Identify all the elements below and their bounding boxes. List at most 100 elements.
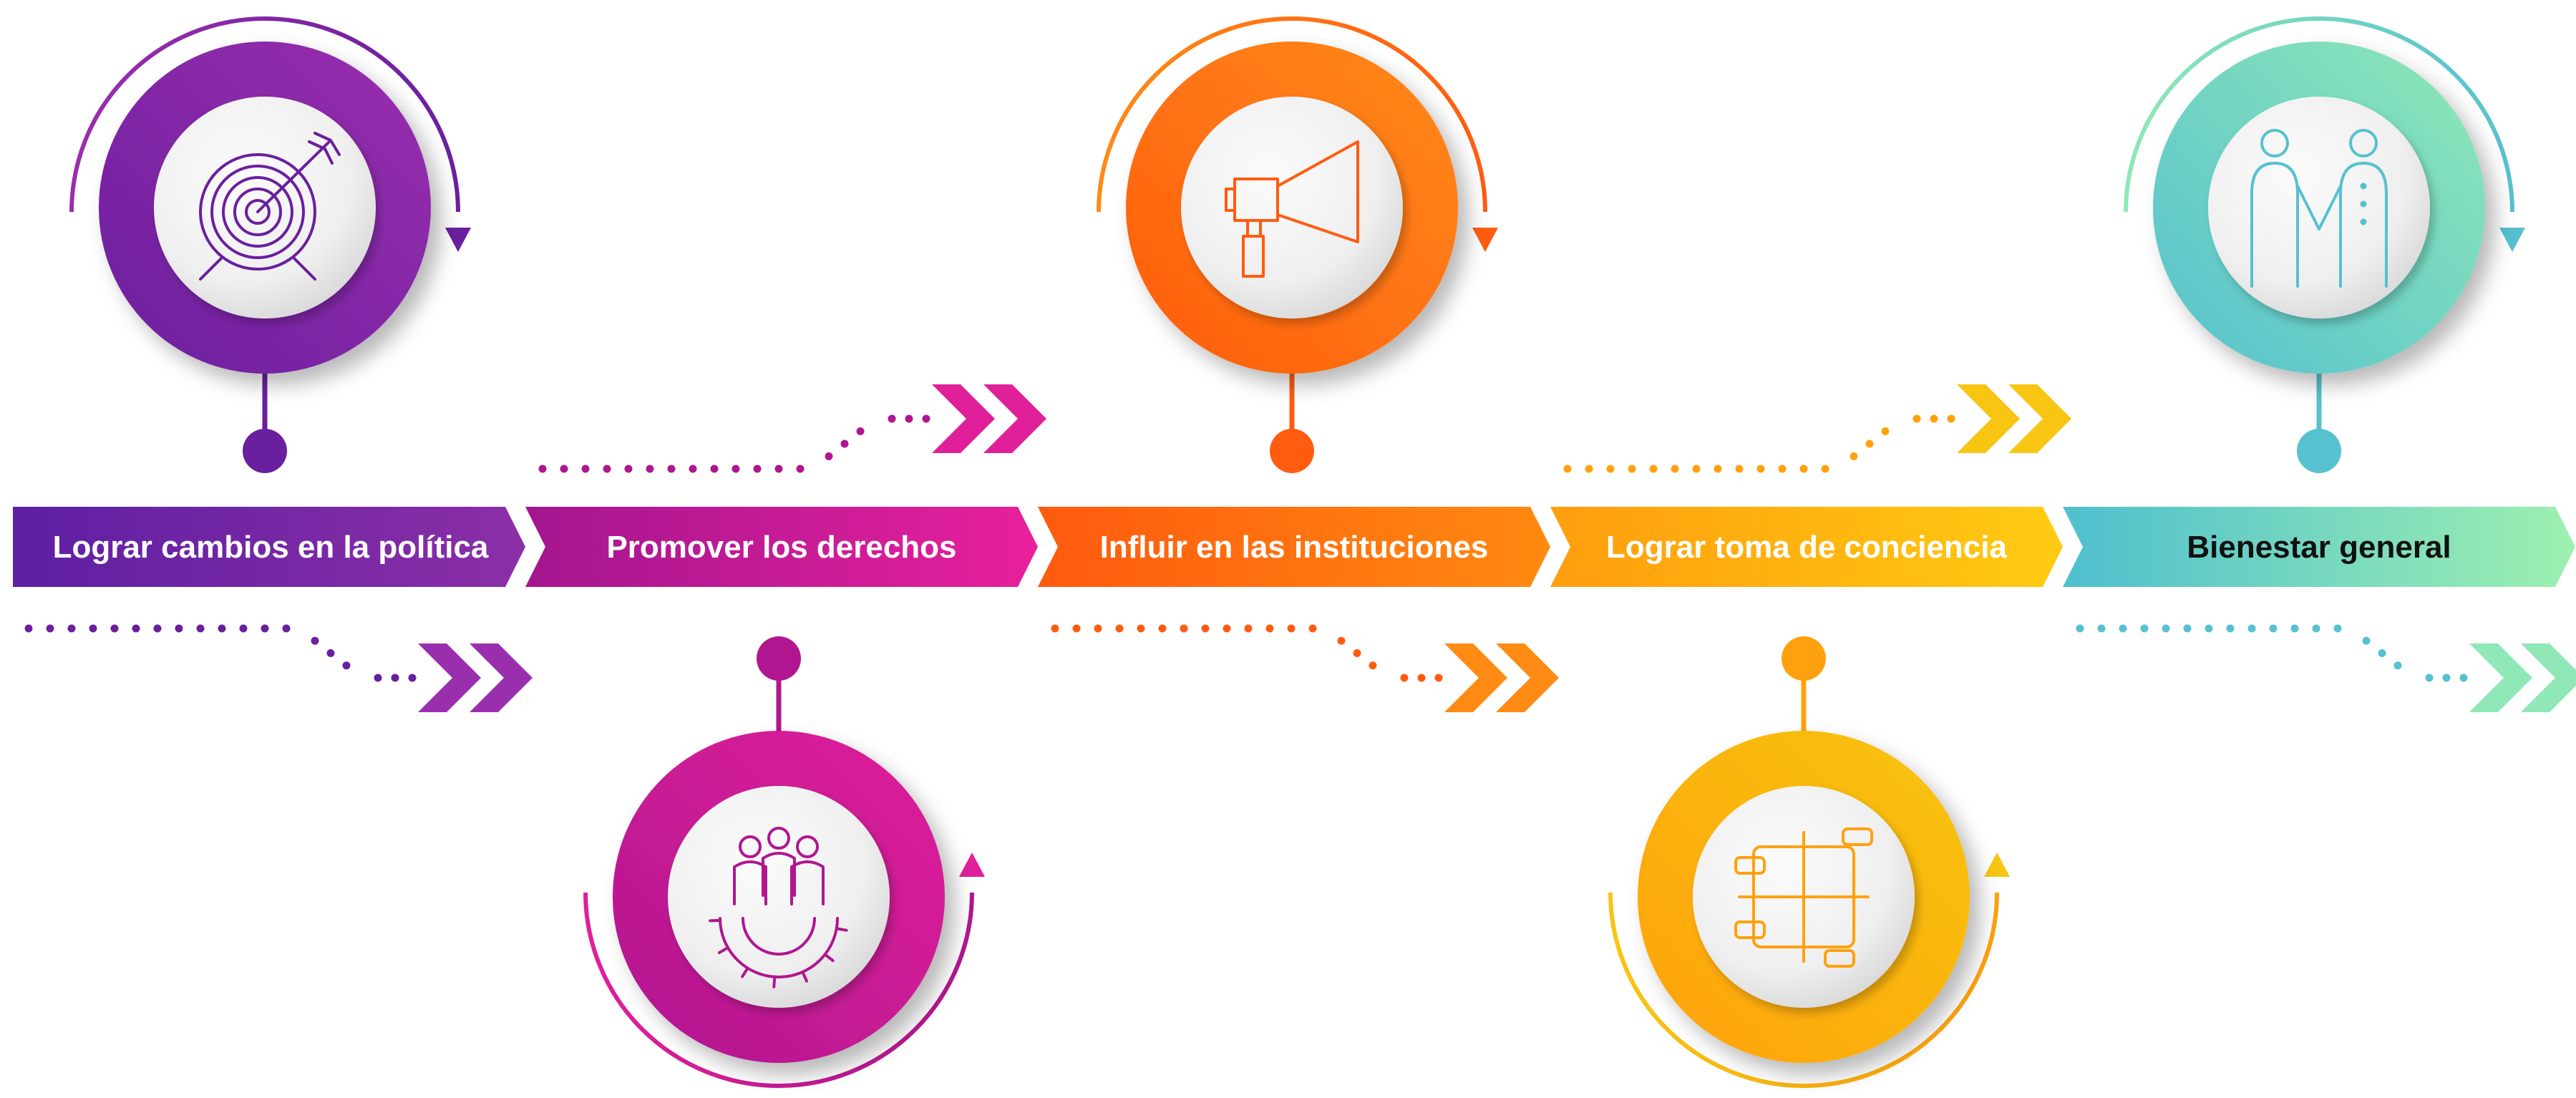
- connector-dot: [1799, 465, 1808, 473]
- two-people-holding-hands-icon: [2250, 129, 2388, 288]
- connector-dot: [2290, 624, 2299, 633]
- arc-arrowhead: [1984, 852, 2010, 877]
- step-label: Lograr cambios en la política: [53, 530, 489, 565]
- connector-dot: [89, 624, 97, 633]
- step-circle: [1608, 636, 2010, 1088]
- connector-dot: [1865, 439, 1874, 448]
- connector-dot: [922, 414, 930, 423]
- connector-dot: [67, 624, 76, 633]
- dotted-connector: [538, 384, 1046, 473]
- chevron-arrow: [1957, 384, 2020, 453]
- connector-dot: [2312, 624, 2320, 633]
- connector-dot: [624, 465, 633, 473]
- connector-dot: [2362, 636, 2371, 645]
- circles-layer: [69, 16, 2525, 1088]
- connector-dot: [1671, 465, 1679, 473]
- connector-dot: [2076, 624, 2084, 633]
- connector-dot: [261, 624, 269, 633]
- connector-dot: [1244, 624, 1253, 633]
- connector-dot: [581, 465, 590, 473]
- icon-disc: [2208, 97, 2430, 319]
- cycle-arc: [1097, 16, 1487, 213]
- connector-dot: [1201, 624, 1210, 633]
- banner-layer: Lograr cambios en la política Promover lo…: [13, 507, 2575, 587]
- connector-dot: [796, 465, 805, 473]
- step-circle: [1097, 16, 1498, 473]
- connector-dot: [1735, 465, 1744, 473]
- banner-chevron: [525, 507, 1038, 587]
- target-icon: [199, 132, 341, 281]
- banner-chevron: [2063, 507, 2575, 587]
- connector-dot: [1628, 465, 1636, 473]
- connector-dot: [1115, 624, 1124, 633]
- connector-dot: [2162, 624, 2170, 633]
- connector-dot: [905, 414, 913, 423]
- arc-arrowhead: [445, 228, 471, 252]
- connector-dot: [856, 427, 865, 435]
- connector-dot: [2205, 624, 2213, 633]
- connector-dot: [132, 624, 140, 633]
- chevron-arrow: [1496, 643, 1559, 712]
- connector-dot: [538, 465, 547, 473]
- banner-chevron: [13, 507, 525, 587]
- connector-dot: [110, 624, 119, 633]
- connector-dot: [1585, 465, 1593, 473]
- connector-dot: [667, 465, 676, 473]
- step-circle: [583, 636, 985, 1088]
- stem-ball: [243, 429, 287, 473]
- connector-dot: [710, 465, 719, 473]
- chevron-arrow: [932, 384, 995, 453]
- connector-dot: [153, 624, 162, 633]
- connector-dot: [1158, 624, 1167, 633]
- connector-dot: [1094, 624, 1102, 633]
- step-banner: Bienestar general: [2063, 507, 2575, 587]
- chevron-arrow: [2469, 643, 2532, 712]
- connector-dot: [603, 465, 611, 473]
- cycle-arc: [1608, 892, 1999, 1088]
- connector-dot: [175, 624, 183, 633]
- connector-dot: [1649, 465, 1658, 473]
- connector-dot: [1692, 465, 1701, 473]
- icon-disc: [668, 786, 890, 1008]
- connector-dot: [2097, 624, 2106, 633]
- stem-ball: [757, 636, 801, 681]
- connector-dot: [1180, 624, 1188, 633]
- connector-dot: [560, 465, 568, 473]
- connector-dot: [1400, 674, 1409, 682]
- connector-dot: [888, 414, 896, 423]
- connector-dot: [774, 465, 783, 473]
- connectors-layer: [24, 384, 2576, 712]
- connector-dot: [1912, 414, 1921, 423]
- icon-disc: [154, 97, 376, 319]
- step-label: Promover los derechos: [606, 530, 956, 565]
- dotted-connector: [2076, 624, 2576, 712]
- connector-dot: [342, 661, 351, 670]
- step-circle: [2124, 16, 2525, 473]
- stem-ball: [1270, 429, 1314, 473]
- connector-dot: [1265, 624, 1274, 633]
- connector-dot: [374, 674, 382, 682]
- connector-dot: [1337, 636, 1346, 645]
- joined-hands-icon: [1734, 827, 1873, 968]
- chevron-arrow: [983, 384, 1046, 453]
- step-banner: Influir en las instituciones: [1038, 507, 1550, 587]
- connector-dot: [1947, 414, 1955, 423]
- stem-ball: [2297, 429, 2341, 473]
- connector-dot: [2442, 674, 2451, 682]
- connector-dot: [1930, 414, 1938, 423]
- chevron-arrow: [418, 643, 481, 712]
- connector-dot: [1417, 674, 1426, 682]
- step-label: Bienestar general: [2187, 530, 2451, 565]
- connector-dot: [2247, 624, 2256, 633]
- team-gear-icon: [709, 827, 848, 988]
- connector-dot: [1051, 624, 1059, 633]
- connector-dot: [1353, 649, 1361, 657]
- step-banner: Promover los derechos: [525, 507, 1038, 587]
- connector-dot: [46, 624, 54, 633]
- megaphone-icon: [1225, 140, 1359, 278]
- step-circle: [69, 16, 471, 473]
- cycle-arc: [2124, 16, 2514, 213]
- connector-dot: [311, 636, 319, 645]
- icon-disc: [1181, 97, 1403, 319]
- connector-dot: [2425, 674, 2434, 682]
